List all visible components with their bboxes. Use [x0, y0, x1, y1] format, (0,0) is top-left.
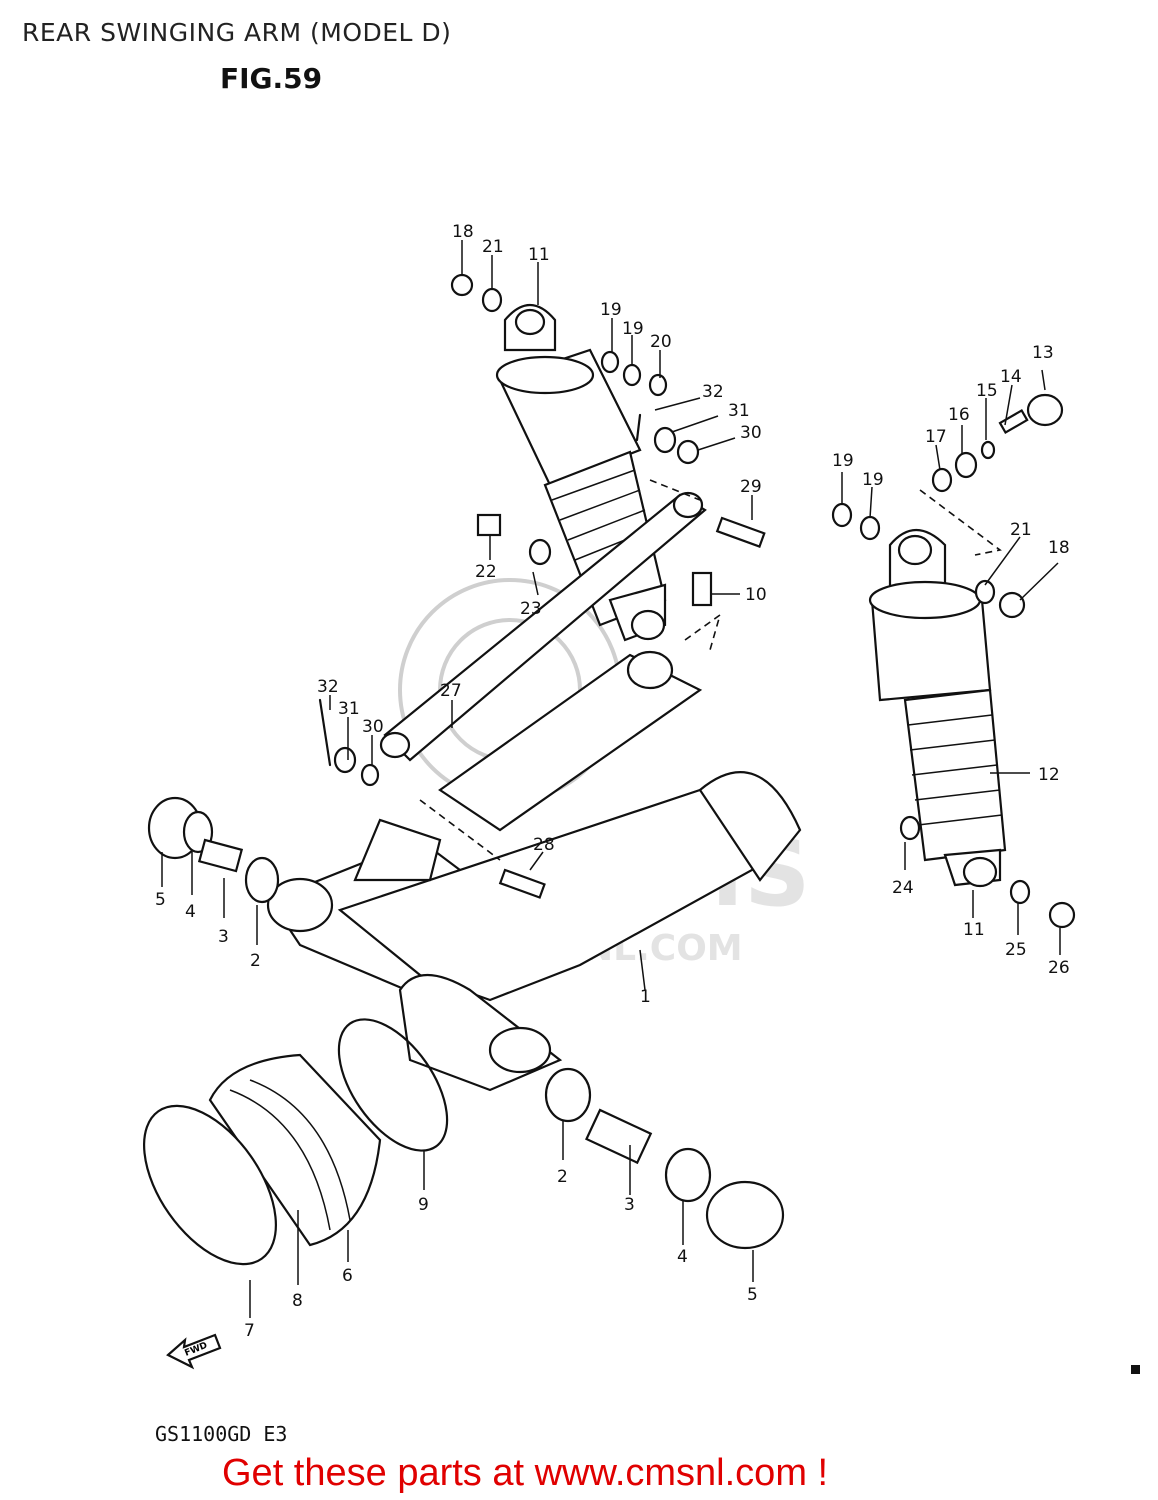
left-shock-absorber: [495, 304, 667, 642]
callout-label: 13: [1032, 343, 1054, 363]
forward-direction-arrow: FWD: [166, 1333, 222, 1370]
callout-label: 15: [976, 381, 998, 401]
callout-label: 28: [533, 835, 555, 855]
figure-number: FIG.59: [220, 62, 323, 95]
callout-label: 3: [218, 927, 229, 947]
callout-label: 14: [1000, 367, 1022, 387]
torque-link: [379, 491, 707, 832]
callout-label: 5: [155, 890, 166, 910]
callout-label: 12: [1038, 765, 1060, 785]
callout-label: 19: [600, 300, 622, 320]
callout-label: 21: [1010, 520, 1032, 540]
callout-label: 30: [740, 423, 762, 443]
callout-label: 27: [440, 681, 462, 701]
model-code: GS1100GD E3: [155, 1422, 288, 1446]
callout-label: 4: [677, 1247, 688, 1267]
callout-label: 24: [892, 878, 914, 898]
callout-label: 8: [292, 1291, 303, 1311]
callout-label: 32: [702, 382, 724, 402]
callout-label: 19: [832, 451, 854, 471]
callout-label: 3: [624, 1195, 635, 1215]
callout-label: 19: [862, 470, 884, 490]
callout-label: 29: [740, 477, 762, 497]
callout-label: 5: [747, 1285, 758, 1305]
callout-label: 20: [650, 332, 672, 352]
callout-label: 16: [948, 405, 970, 425]
callout-label: 22: [475, 562, 497, 582]
callout-label: 4: [185, 902, 196, 922]
callout-label: 18: [1048, 538, 1070, 558]
callout-label: 21: [482, 237, 504, 257]
callout-label: 1: [640, 987, 651, 1007]
callout-label: 7: [244, 1321, 255, 1341]
callout-label: 2: [557, 1167, 568, 1187]
callout-label: 6: [342, 1266, 353, 1286]
callout-label: 9: [418, 1195, 429, 1215]
small-hardware: [147, 273, 1076, 1250]
callout-label: 25: [1005, 940, 1027, 960]
corner-mark: [1131, 1365, 1140, 1374]
part-callouts: 18 21 11 19 19 20 32 31 30 29 22 23 10 2…: [155, 222, 1070, 1341]
callout-label: 11: [528, 245, 550, 265]
callout-label: 10: [745, 585, 767, 605]
swinging-arm: [266, 771, 802, 1092]
callout-label: 2: [250, 951, 261, 971]
callout-label: 32: [317, 677, 339, 697]
right-shock-absorber: [868, 529, 1007, 888]
callout-label: 17: [925, 427, 947, 447]
leader-lines: [161, 240, 1061, 1318]
shop-link-banner[interactable]: Get these parts at www.cmsnl.com !: [222, 1452, 829, 1494]
swingarm-boot-assembly: [143, 1018, 449, 1266]
callout-label: 31: [728, 401, 750, 421]
callout-label: 19: [622, 319, 644, 339]
callout-label: 30: [362, 717, 384, 737]
callout-label: 11: [963, 920, 985, 940]
diagram-title: REAR SWINGING ARM (MODEL D): [22, 18, 452, 47]
callout-label: 26: [1048, 958, 1070, 978]
callout-label: 31: [338, 699, 360, 719]
callout-label: 23: [520, 599, 542, 619]
callout-label: 18: [452, 222, 474, 242]
